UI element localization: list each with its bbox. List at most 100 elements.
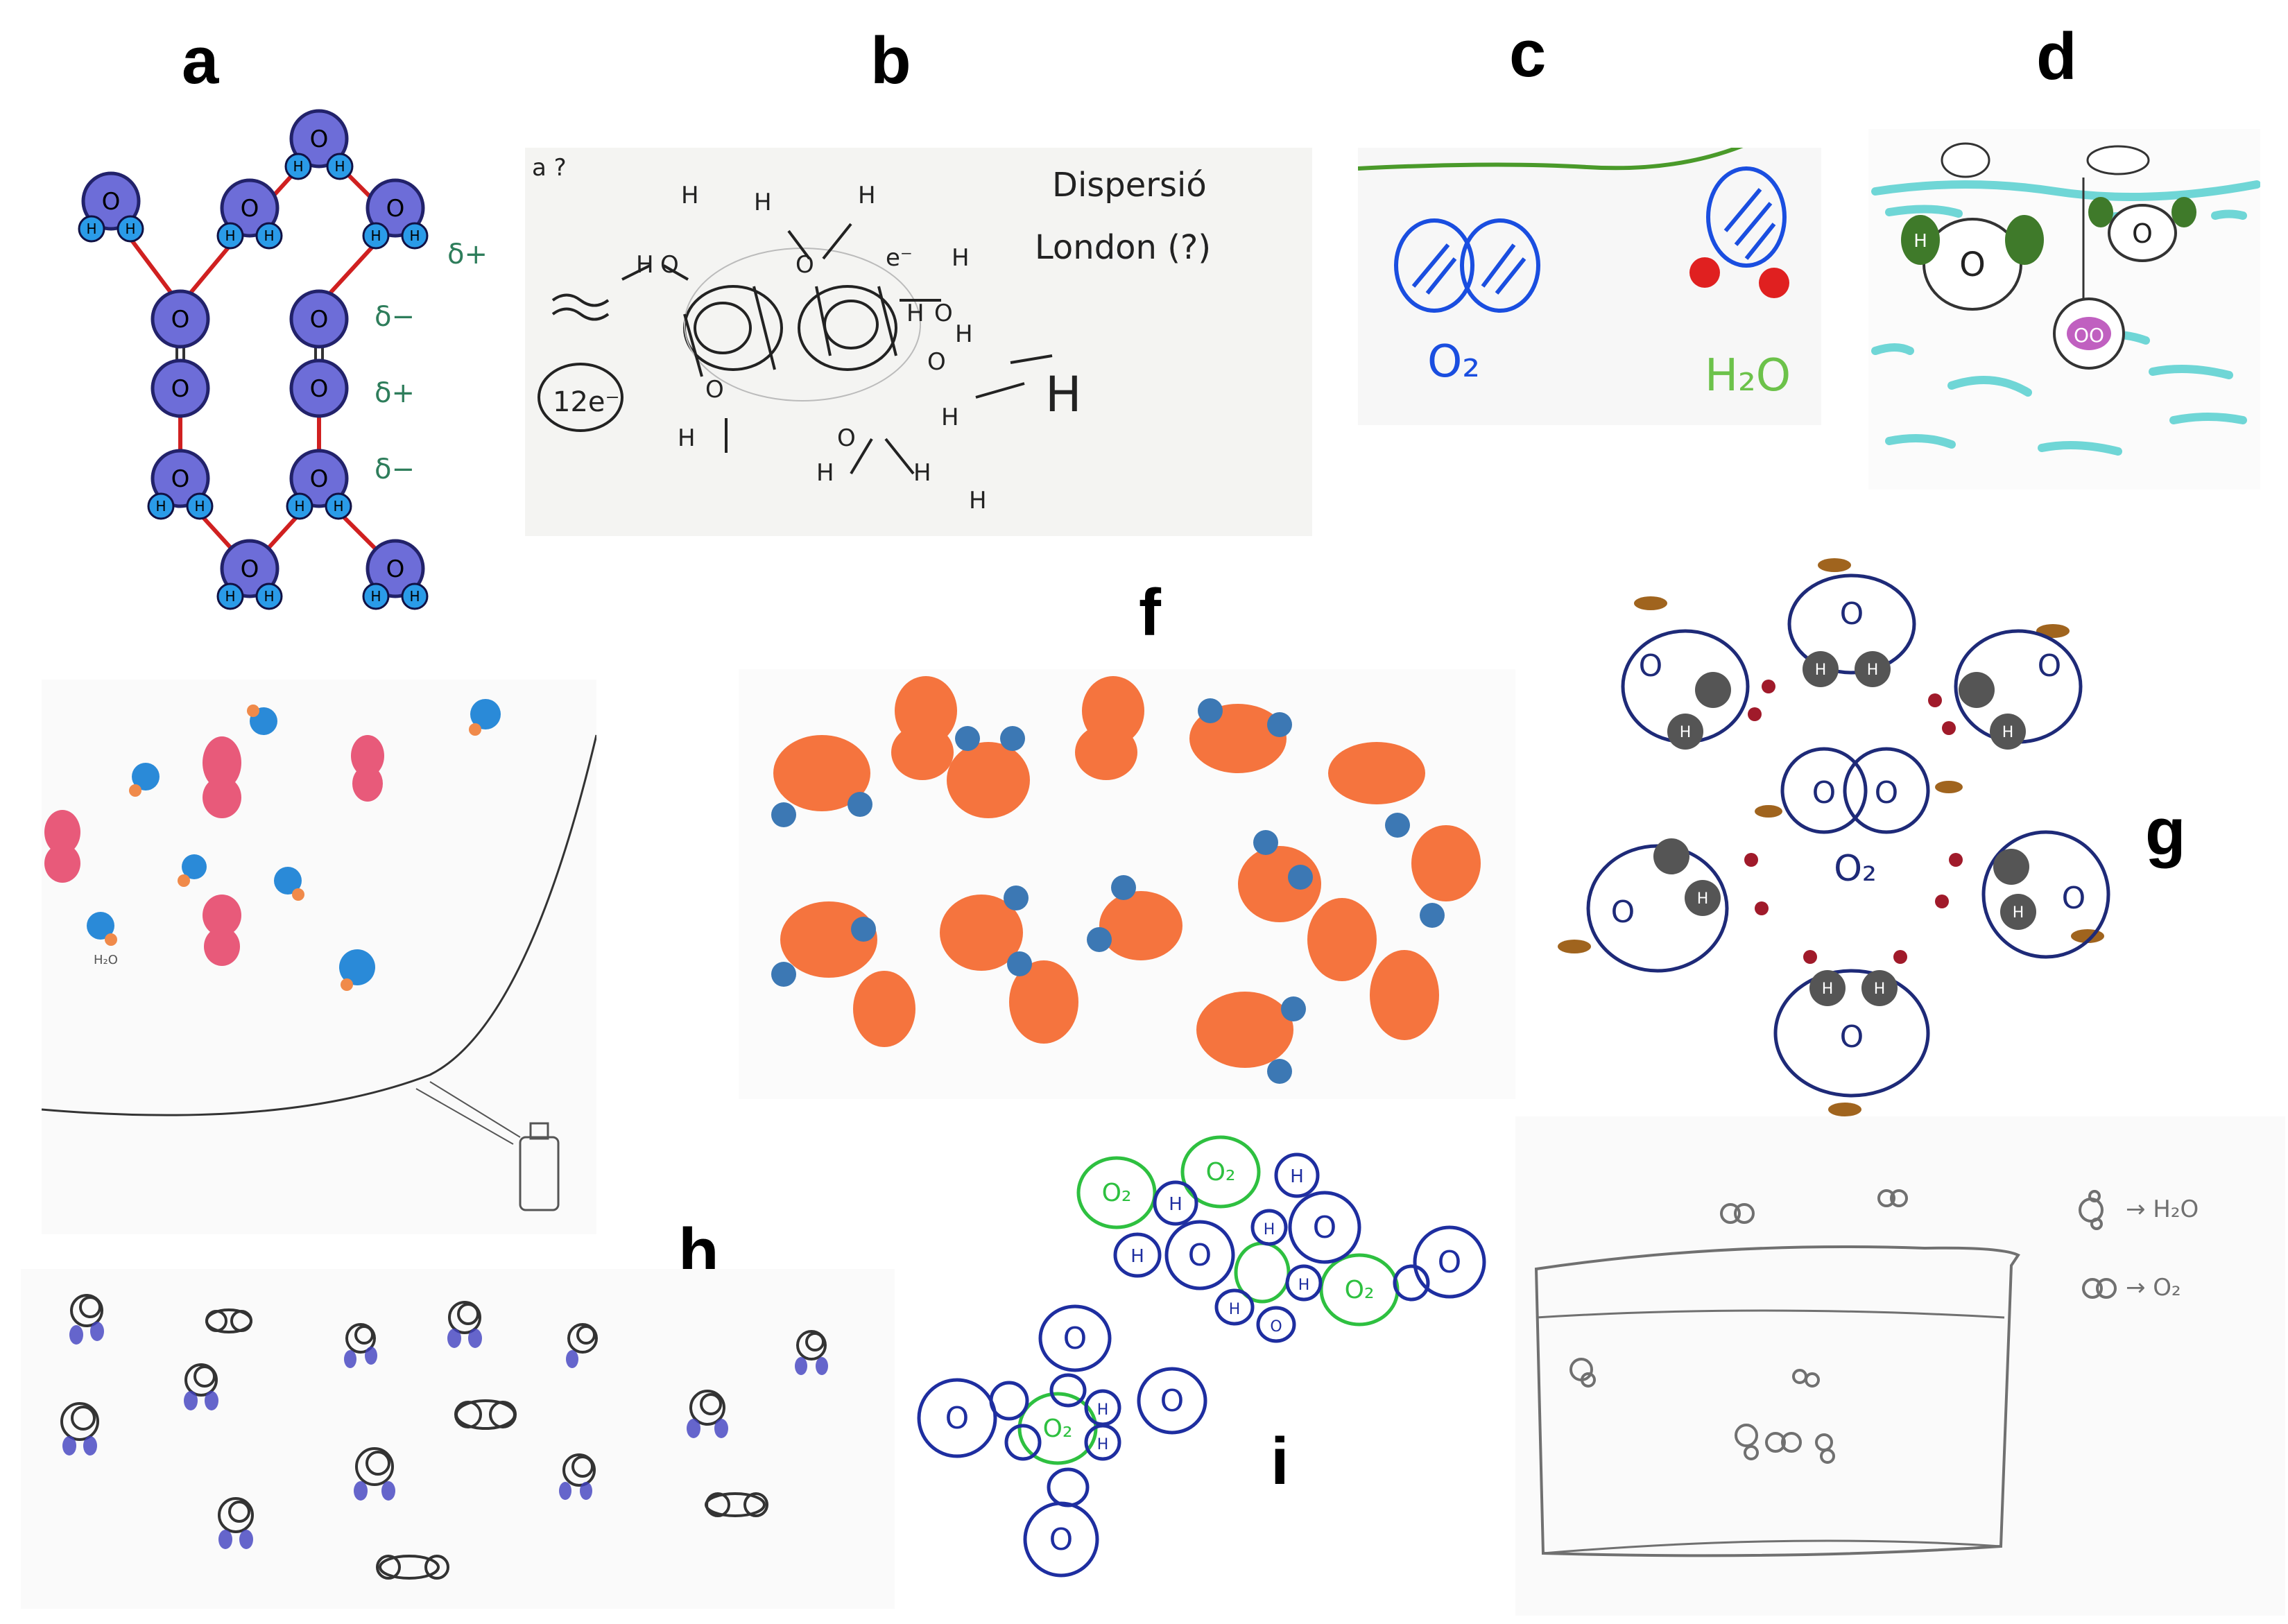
svg-text:O₂: O₂	[1345, 1276, 1375, 1304]
svg-text:H: H	[294, 498, 304, 515]
svg-text:H: H	[816, 459, 834, 487]
svg-text:O: O	[310, 306, 329, 334]
molecule-water: O	[284, 109, 354, 180]
svg-text:H: H	[1867, 662, 1879, 679]
svg-text:O: O	[2132, 218, 2153, 249]
svg-text:O: O	[1438, 1245, 1462, 1280]
note-question: a ?	[532, 154, 567, 182]
svg-text:O: O	[171, 465, 190, 493]
svg-text:H: H	[1913, 231, 1927, 252]
svg-text:O: O	[1840, 1019, 1864, 1055]
svg-text:O: O	[310, 126, 329, 153]
svg-text:H: H	[2013, 904, 2024, 922]
charge-label: δ−	[375, 453, 415, 485]
svg-text:e⁻: e⁻	[886, 244, 913, 272]
svg-text:O: O	[1875, 775, 1899, 811]
charge-label: δ−	[375, 301, 415, 333]
svg-text:H: H	[952, 244, 970, 272]
panel-f-drawing	[739, 669, 1515, 1099]
panel-i-drawing: O₂ O₂ O₂ O₂ O O O O O O O H H H H H H O …	[902, 1123, 1505, 1609]
svg-text:H: H	[293, 158, 303, 175]
svg-text:H: H	[1229, 1301, 1241, 1318]
svg-text:O: O	[1611, 895, 1635, 930]
svg-text:H: H	[1298, 1277, 1310, 1294]
label-o2: O₂	[1427, 336, 1480, 388]
svg-text:O: O	[945, 1401, 970, 1436]
svg-text:O₂: O₂	[1206, 1158, 1236, 1186]
svg-text:H: H	[754, 189, 772, 216]
svg-text:H₂O: H₂O	[94, 953, 118, 967]
charge-label: δ+	[375, 377, 415, 409]
panel-d-drawing: O H O OO	[1868, 129, 2260, 490]
svg-text:O: O	[1812, 775, 1837, 811]
svg-text:O: O	[102, 188, 121, 216]
panel-b-drawing: a ? Dispersió London (?) H H H H O O e⁻ …	[525, 148, 1312, 536]
svg-text:O: O	[1959, 245, 1986, 284]
svg-text:O: O	[795, 251, 814, 279]
legend-water: → H₂O	[2126, 1195, 2199, 1223]
svg-text:O: O	[1270, 1318, 1282, 1336]
svg-text:H: H	[1097, 1401, 1109, 1419]
svg-text:O: O	[1639, 648, 1663, 684]
center-o2-label: O₂	[1834, 848, 1877, 890]
panel-a-drawing: O	[42, 104, 513, 631]
panel-e-drawing: H₂O	[42, 680, 596, 1234]
svg-text:O: O	[310, 375, 329, 403]
svg-text:H: H	[1169, 1194, 1182, 1215]
svg-text:O: O	[1313, 1210, 1337, 1245]
svg-text:H: H	[1097, 1436, 1109, 1453]
svg-text:O₂: O₂	[1043, 1415, 1073, 1443]
svg-text:O: O	[660, 251, 679, 279]
svg-text:H: H	[941, 404, 959, 431]
svg-text:H: H	[1290, 1166, 1304, 1187]
svg-text:O: O	[241, 555, 259, 583]
svg-text:O: O	[1049, 1522, 1074, 1557]
svg-text:H: H	[858, 182, 876, 209]
svg-text:H: H	[1815, 662, 1827, 679]
panel-label-i: i	[1271, 1424, 1289, 1498]
svg-text:O: O	[310, 465, 329, 493]
svg-text:H: H	[333, 498, 343, 515]
svg-text:H: H	[264, 588, 274, 605]
svg-text:H: H	[86, 221, 96, 237]
svg-text:O: O	[241, 195, 259, 223]
svg-text:O: O	[1840, 596, 1864, 632]
svg-text:H: H	[1130, 1246, 1144, 1267]
svg-text:H: H	[1874, 981, 1886, 998]
svg-text:H: H	[264, 227, 274, 244]
svg-text:O: O	[927, 348, 946, 376]
panel-label-a: a	[182, 24, 219, 98]
svg-text:O: O	[1188, 1238, 1212, 1273]
legend-oxygen: → O₂	[2126, 1274, 2181, 1302]
svg-text:H: H	[1045, 366, 1082, 423]
svg-text:H: H	[225, 227, 235, 244]
panel-label-d: d	[2036, 19, 2077, 94]
panel-c-drawing: O₂ H₂O	[1358, 148, 1821, 425]
svg-text:H: H	[370, 588, 381, 605]
svg-text:H: H	[636, 251, 654, 279]
circled-electrons: 12e⁻	[553, 386, 620, 418]
svg-text:O: O	[2038, 648, 2062, 684]
svg-text:H: H	[1697, 890, 1709, 908]
svg-text:O: O	[934, 300, 953, 327]
svg-text:H: H	[1680, 724, 1692, 741]
svg-text:O: O	[1160, 1383, 1185, 1419]
svg-text:H: H	[678, 424, 696, 452]
svg-text:O: O	[1063, 1321, 1087, 1356]
svg-text:O: O	[705, 376, 724, 404]
svg-text:H: H	[681, 182, 699, 209]
svg-text:O: O	[386, 195, 405, 223]
svg-text:O: O	[171, 306, 190, 334]
svg-text:O: O	[837, 424, 856, 452]
svg-text:O: O	[171, 375, 190, 403]
svg-text:H: H	[125, 221, 135, 237]
svg-text:O₂: O₂	[1102, 1179, 1132, 1207]
svg-text:H: H	[225, 588, 235, 605]
svg-text:H: H	[334, 158, 345, 175]
note-dispersion: Dispersió	[1052, 166, 1207, 205]
panel-h-drawing	[21, 1269, 895, 1609]
svg-text:H: H	[1264, 1221, 1275, 1238]
charge-label: δ+	[447, 239, 488, 270]
svg-text:H: H	[955, 320, 973, 348]
